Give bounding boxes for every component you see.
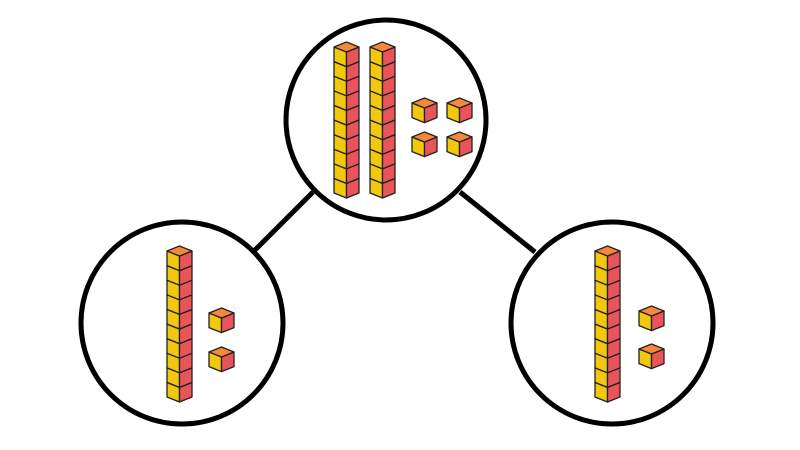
one-cube	[446, 97, 473, 124]
whole-blocks	[333, 41, 473, 199]
ten-rod	[369, 41, 396, 199]
part-left-blocks	[166, 245, 235, 403]
connector-right	[458, 190, 537, 254]
cube-top-face	[638, 343, 665, 355]
cube-top-face	[446, 97, 473, 109]
ten-rod	[333, 41, 360, 199]
cube-top-face	[594, 245, 621, 257]
cube-top-face	[411, 131, 438, 143]
one-cube	[411, 97, 438, 124]
connector-left	[253, 190, 315, 252]
one-cube	[638, 343, 665, 370]
part-right-blocks	[594, 245, 665, 403]
cube-top-face	[333, 41, 360, 53]
ten-rod	[594, 245, 621, 403]
rod-unit-cube	[369, 41, 396, 68]
cube-top-face	[446, 131, 473, 143]
one-cube	[208, 307, 235, 334]
one-cube	[446, 131, 473, 158]
cube-top-face	[208, 307, 235, 319]
rod-unit-cube	[166, 245, 193, 272]
one-cube	[208, 346, 235, 373]
cube-top-face	[208, 346, 235, 358]
one-cube	[411, 131, 438, 158]
cube-top-face	[369, 41, 396, 53]
ten-rod	[166, 245, 193, 403]
cube-top-face	[638, 305, 665, 317]
cube-top-face	[411, 97, 438, 109]
rod-unit-cube	[594, 245, 621, 272]
cube-top-face	[166, 245, 193, 257]
one-cube	[638, 305, 665, 332]
rod-unit-cube	[333, 41, 360, 68]
